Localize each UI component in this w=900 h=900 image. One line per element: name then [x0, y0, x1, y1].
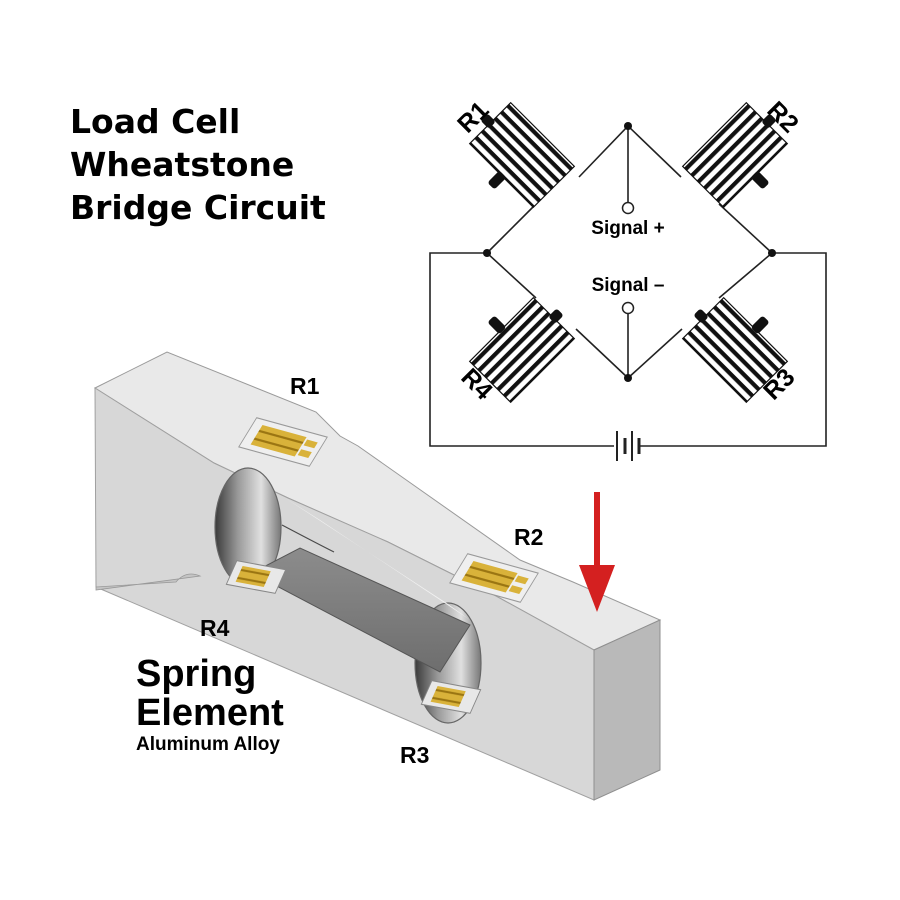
down-arrow-icon: [579, 492, 615, 612]
strain-gauge-r2: [681, 101, 789, 209]
block-gauge-r4: [225, 560, 287, 594]
spring-element-block: [93, 351, 662, 801]
strain-gauge-r1: [468, 101, 576, 209]
outer-wire-right: [640, 252, 827, 447]
signal-plus-label: Signal +: [591, 218, 664, 239]
spring-element-caption: Spring Element Aluminum Alloy: [136, 655, 284, 757]
block-label-r1: R1: [290, 373, 320, 399]
strain-gauge-r4: [468, 296, 576, 404]
battery-icon: [616, 431, 641, 461]
signal-plus-terminal: [621, 201, 635, 215]
spring-title-line-2: Element: [136, 692, 284, 734]
title-line-3: Bridge Circuit: [70, 188, 326, 227]
junction-dots: [483, 122, 776, 382]
spring-title-line-1: Spring: [136, 653, 257, 695]
outer-wire-left: [429, 252, 614, 447]
block-label-r4: R4: [200, 615, 230, 641]
block-gauge-r2: [449, 553, 539, 603]
block-label-r3: R3: [400, 742, 429, 768]
spring-material: Aluminum Alloy: [136, 734, 280, 755]
block-gauge-r1: [238, 417, 328, 467]
title-line-1: Load Cell: [70, 102, 241, 141]
title-line-2: Wheatstone: [70, 145, 295, 184]
signal-minus-label: Signal –: [592, 275, 665, 296]
diagram-title: Load Cell Wheatstone Bridge Circuit: [70, 100, 326, 229]
block-gauge-r3: [420, 680, 482, 714]
strain-gauge-r3: [681, 296, 789, 404]
signal-minus-terminal: [621, 301, 635, 315]
block-label-r2: R2: [514, 524, 543, 550]
bridge-circuit: [429, 125, 827, 447]
